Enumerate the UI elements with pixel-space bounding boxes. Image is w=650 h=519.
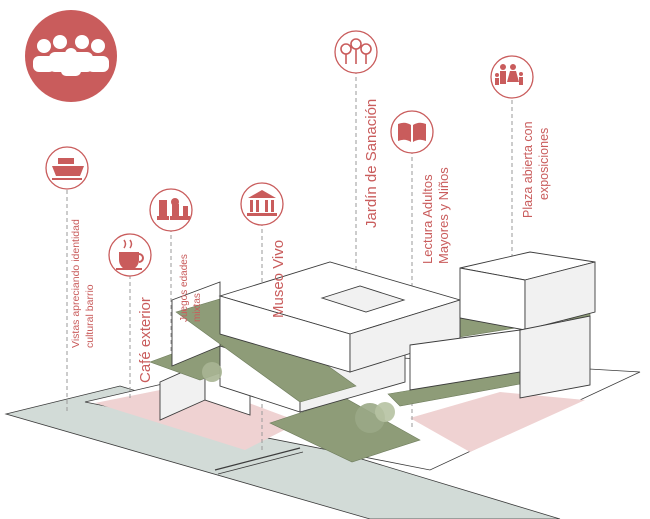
- label-juegos-line1: Juegos edades: [179, 254, 190, 322]
- juegos-icon-badge: [149, 188, 193, 232]
- courtyard-void: [320, 285, 406, 313]
- community-badge: [25, 10, 117, 102]
- trees-icon: [340, 38, 372, 64]
- pink-zone-right: [410, 392, 585, 452]
- label-vistas-line1: Vistas apreciando identidad: [70, 219, 82, 348]
- lectura-icon-badge: [390, 110, 434, 154]
- tree-left: [202, 362, 222, 382]
- mid-block-side: [519, 315, 591, 399]
- right-block-side: [524, 261, 596, 331]
- label-plaza-line1: Plaza abierta con: [521, 121, 535, 218]
- chess-pieces-icon: [157, 198, 190, 220]
- label-lectura-line2: Mayores y Niños: [436, 167, 451, 264]
- open-book-icon: [398, 122, 426, 142]
- label-plaza-line2: exposiciones: [537, 128, 551, 200]
- vistas-icon-badge: [45, 146, 89, 190]
- label-lectura-line1: Lectura Adultos: [420, 174, 435, 264]
- label-vistas-line2: cultural barrio: [84, 284, 96, 348]
- path-slot: [214, 447, 301, 471]
- path-slot-edge: [217, 451, 304, 475]
- label-museo: Museo Vivo: [270, 240, 287, 318]
- labels: Vistas apreciando identidad cultural bar…: [70, 99, 551, 383]
- ship-icon: [52, 158, 84, 180]
- building: [149, 251, 596, 433]
- label-jardin: Jardín de Sanación: [363, 99, 380, 228]
- cafe-icon-badge: [108, 233, 152, 277]
- family-icon: [495, 64, 523, 85]
- people-group-icon: [33, 35, 109, 76]
- plaza-icon-badge: [490, 55, 534, 99]
- tree-plaza-2: [375, 402, 395, 422]
- pink-zone-left: [95, 383, 300, 450]
- museum-building-icon: [247, 190, 277, 216]
- label-juegos-line2: mixtas: [192, 293, 203, 322]
- jardin-icon-badge: [334, 30, 378, 74]
- label-cafe: Café exterior: [137, 297, 154, 383]
- museo-icon-badge: [240, 182, 284, 226]
- coffee-cup-icon: [116, 239, 144, 270]
